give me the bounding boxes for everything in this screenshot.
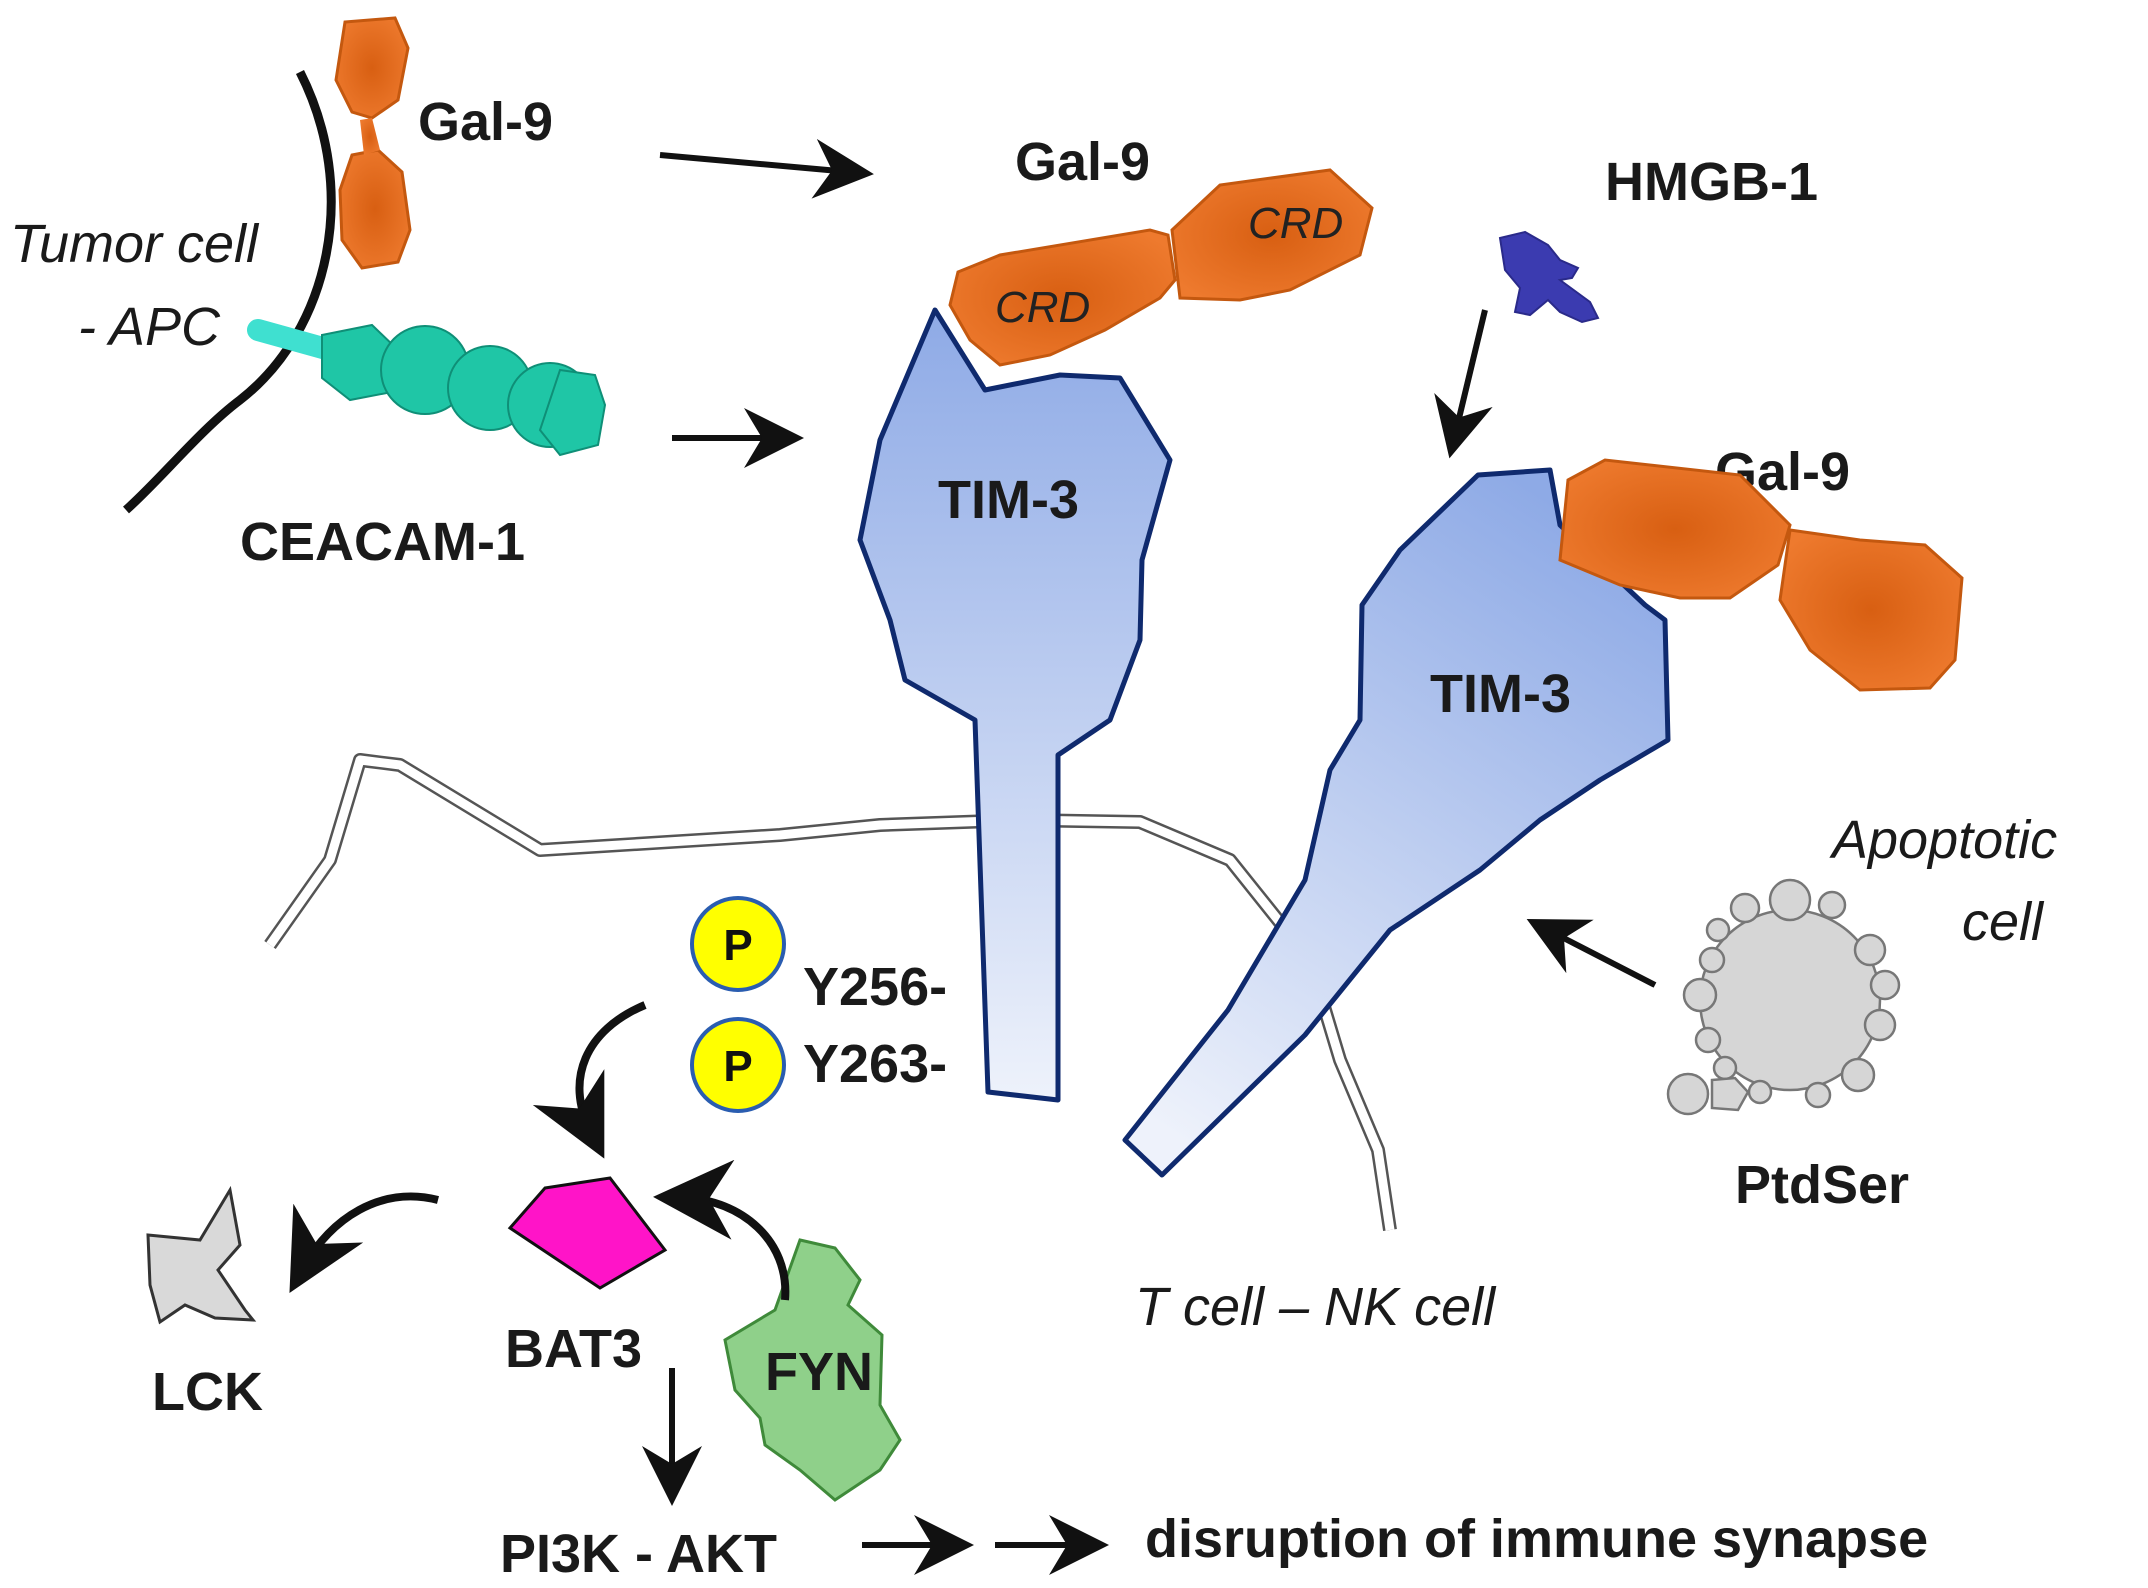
bat3-shape xyxy=(507,1176,668,1290)
tim3-right-label: TIM-3 xyxy=(1430,664,1571,724)
arrow-icon xyxy=(532,1001,647,1159)
apoptotic-label: Apoptotic xyxy=(1829,810,2057,870)
gal9-top-left-label: Gal-9 xyxy=(418,92,553,152)
lck-label: LCK xyxy=(152,1362,263,1422)
ptdser-label: PtdSer xyxy=(1735,1155,1909,1215)
phosphate-2-label: P xyxy=(723,1042,752,1091)
phosphate-1-label: P xyxy=(723,921,752,970)
y256-label: Y256- xyxy=(803,957,947,1017)
apoptotic-cell-label: cell xyxy=(1962,892,2045,952)
tim3-left-label: TIM-3 xyxy=(938,470,1079,530)
ceacam1-label: CEACAM-1 xyxy=(240,512,525,572)
bat3-label: BAT3 xyxy=(505,1319,642,1379)
hmgb1-label: HMGB-1 xyxy=(1605,152,1818,212)
disruption-label: disruption of immune synapse xyxy=(1145,1509,1928,1569)
hmgb1-shape xyxy=(1498,230,1600,324)
crd-left-label: CRD xyxy=(995,283,1090,332)
pi3k-akt-label: PI3K - AKT xyxy=(500,1524,777,1584)
tim3-receptor-shape xyxy=(857,307,1173,1103)
ceacam1-shape xyxy=(247,319,607,457)
galectin-9-shape xyxy=(948,168,1374,367)
arrow-icon xyxy=(653,1159,790,1301)
gal9-center-label: Gal-9 xyxy=(1015,132,1150,192)
arrow-icon xyxy=(289,1192,439,1293)
tumor-cell-membrane xyxy=(123,69,336,514)
fyn-shape xyxy=(723,1238,902,1502)
t-nk-cell-label: T cell – NK cell xyxy=(1135,1277,1497,1337)
phosphate-icon xyxy=(690,1017,786,1113)
apoptotic-cell-shape xyxy=(1666,878,1901,1116)
galectin-9-shape xyxy=(334,16,412,270)
galectin-9-shape xyxy=(1558,458,1964,692)
y263-label: Y263- xyxy=(803,1034,947,1094)
fyn-label: FYN xyxy=(765,1342,873,1402)
tim3-receptor-shape xyxy=(1122,467,1671,1178)
crd-right-label: CRD xyxy=(1248,199,1343,248)
phosphate-icon xyxy=(690,896,786,992)
arrow-icon xyxy=(1434,309,1493,459)
lck-shape xyxy=(146,1185,257,1325)
arrow-icon xyxy=(1526,919,1657,988)
apc-label: - APC xyxy=(78,297,221,357)
arrow-icon xyxy=(659,138,874,199)
tumor-cell-label: Tumor cell xyxy=(10,214,260,274)
